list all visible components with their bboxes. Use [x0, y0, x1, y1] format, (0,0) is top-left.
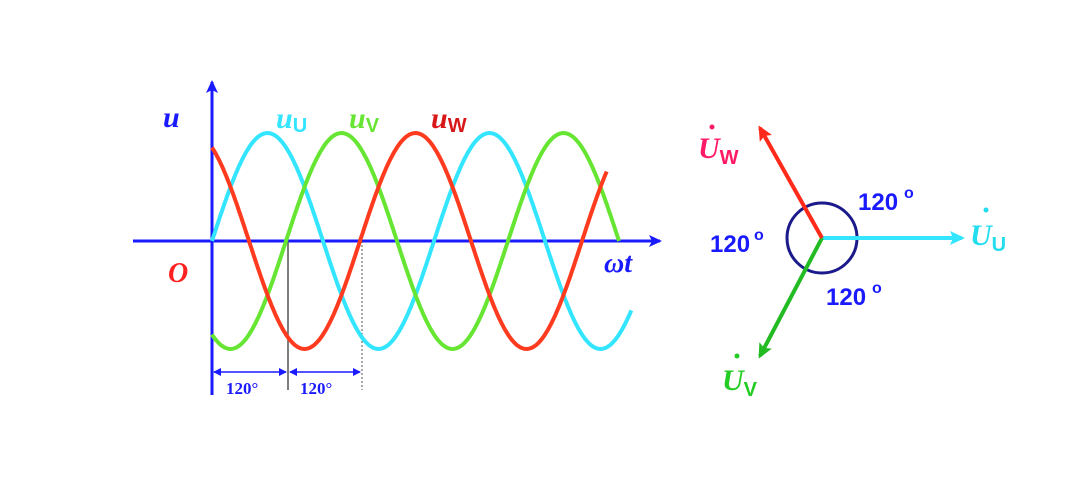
- x-axis-label: ωt: [604, 248, 633, 279]
- phasor-label-w: UW: [698, 132, 739, 169]
- series-label-u: uU: [276, 102, 307, 137]
- phasor-label-u: UU: [970, 219, 1006, 256]
- phasor-label-v: UV: [722, 364, 758, 401]
- origin-label: O: [168, 258, 188, 289]
- series-label-w: uW: [431, 102, 467, 137]
- phasor-dot-u: [983, 207, 989, 213]
- waveforms: [210, 130, 634, 352]
- y-axis-label: u: [163, 101, 180, 134]
- wave-u: [210, 130, 634, 352]
- dim-label-2: 120°: [300, 379, 332, 398]
- phasor-dot-w: [709, 124, 715, 130]
- series-label-v: uV: [349, 102, 380, 137]
- phasor-w: [758, 125, 824, 239]
- wave-w: [210, 130, 609, 352]
- phasor-dot-v: [734, 353, 740, 359]
- wave-v: [210, 130, 621, 352]
- phasor-v: [758, 237, 824, 359]
- dim-label-1: 120°: [226, 379, 258, 398]
